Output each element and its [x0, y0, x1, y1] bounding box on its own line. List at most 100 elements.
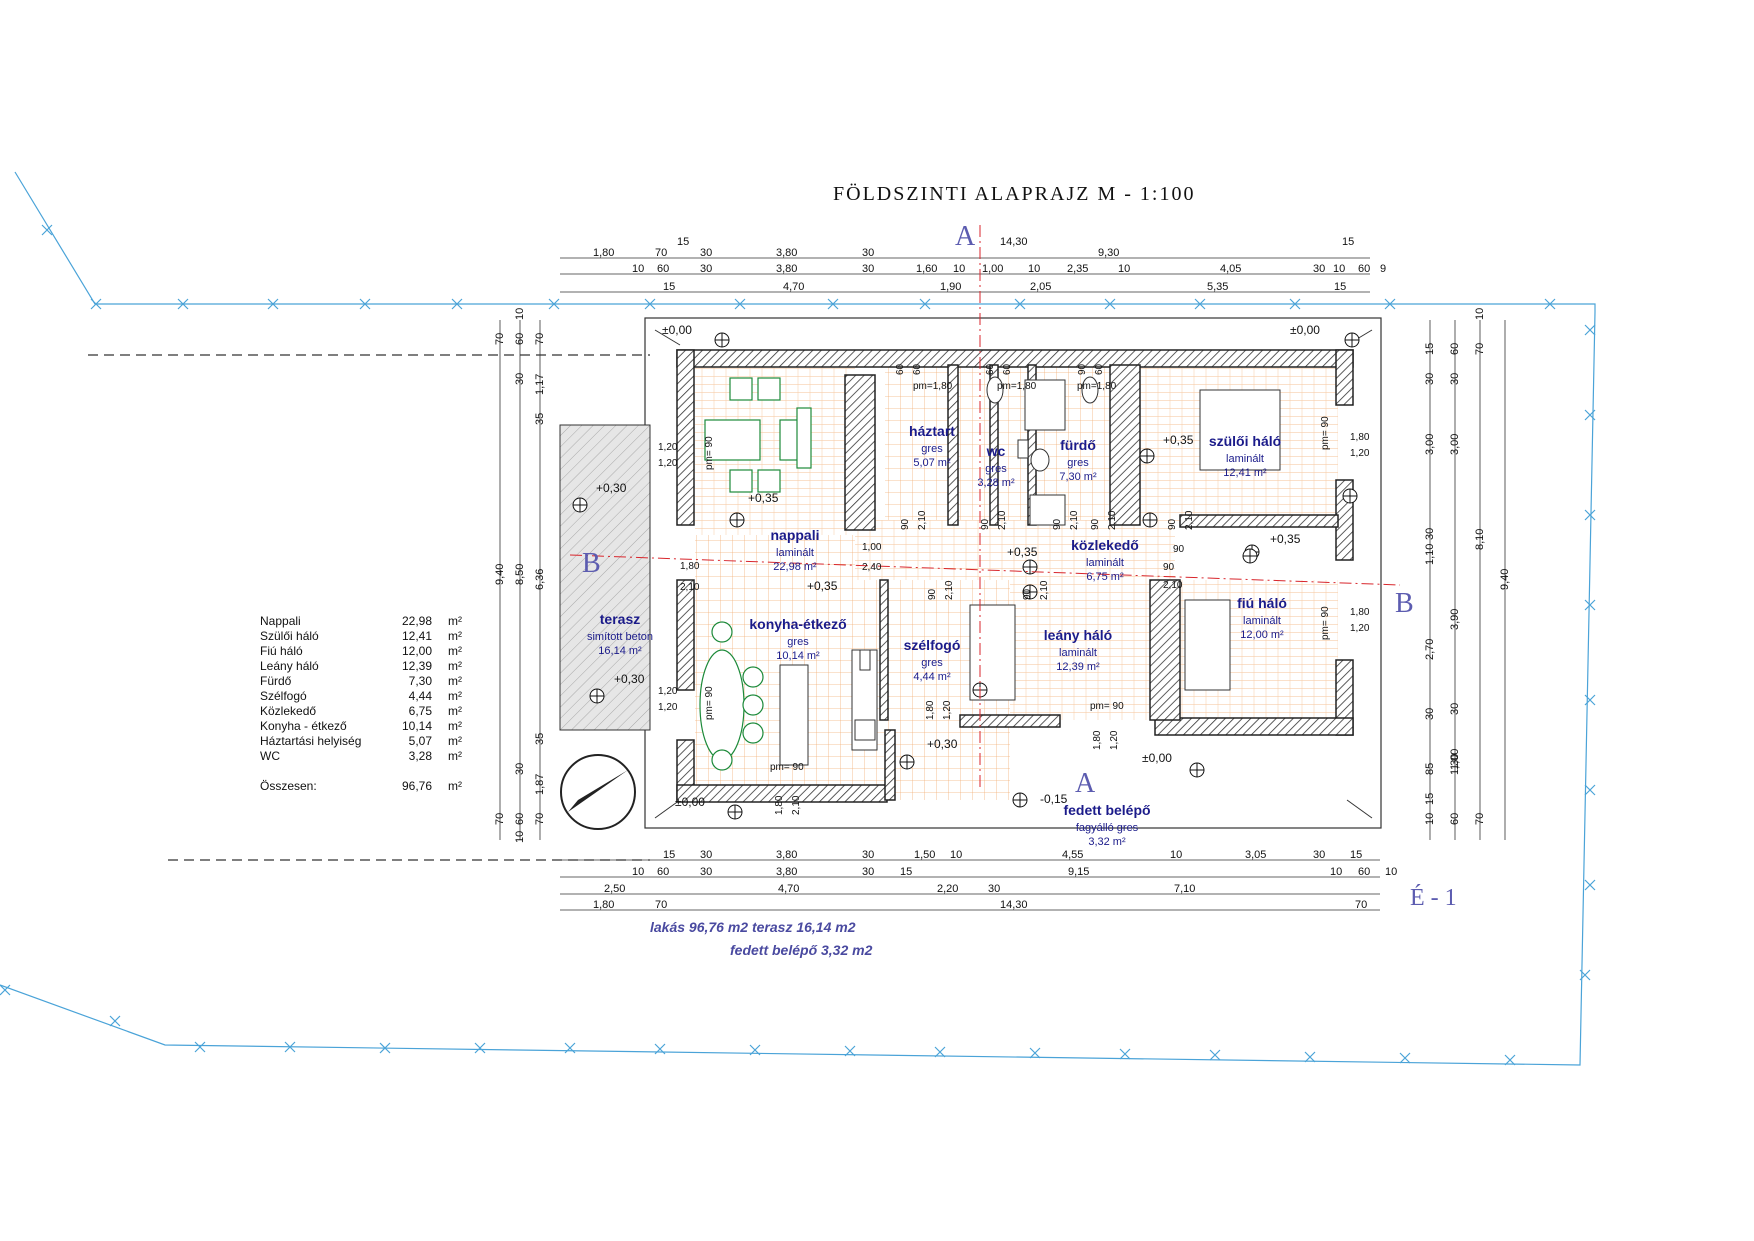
svg-text:30: 30: [700, 247, 712, 259]
level-marker-14: [1342, 488, 1358, 504]
svg-text:14,30: 14,30: [1000, 236, 1028, 248]
svg-text:90: 90: [1167, 518, 1178, 530]
svg-text:1,20: 1,20: [658, 686, 678, 697]
room-material-wc: gres: [985, 463, 1007, 475]
section-a-bottom-label: A: [1075, 768, 1096, 799]
legend-unit-1: m²: [448, 629, 462, 643]
room-labels: terasz simított beton 16,14 m² nappali l…: [587, 423, 1287, 848]
level-marker-7: [1139, 448, 1155, 464]
property-boundary: [0, 171, 1596, 1066]
svg-text:±0,00: ±0,00: [675, 795, 705, 809]
svg-text:15: 15: [663, 849, 675, 861]
svg-text:10: 10: [1333, 263, 1345, 275]
svg-text:70: 70: [494, 813, 506, 825]
room-material-leany: laminált: [1059, 647, 1097, 659]
level-markers: [572, 332, 1360, 820]
svg-text:5,35: 5,35: [1207, 281, 1228, 293]
svg-text:+0,30: +0,30: [596, 481, 627, 495]
svg-text:3,80: 3,80: [776, 866, 797, 878]
north-arrow-icon: [560, 754, 636, 830]
room-area-szuloi: 12,41 m²: [1223, 467, 1267, 479]
room-name-furdo: fürdő: [1060, 437, 1096, 453]
svg-text:1,17: 1,17: [534, 374, 546, 395]
section-a-top-label: A: [955, 221, 976, 252]
legend-value-5: 4,44: [409, 689, 433, 703]
legend-total-unit: m²: [448, 779, 462, 793]
legend-unit-9: m²: [448, 749, 462, 763]
legend-total-value: 96,76: [402, 779, 432, 793]
svg-text:2,10: 2,10: [1069, 510, 1080, 530]
svg-text:pm= 90: pm= 90: [1090, 701, 1124, 712]
svg-text:1,80: 1,80: [1092, 730, 1103, 750]
svg-text:9,40: 9,40: [1499, 569, 1511, 590]
summary-line-1: lakás 96,76 m2 terasz 16,14 m2: [650, 919, 856, 935]
svg-text:30: 30: [862, 866, 874, 878]
svg-text:30: 30: [700, 849, 712, 861]
svg-text:pm=1,80: pm=1,80: [913, 381, 953, 392]
level-marker-10: [899, 754, 915, 770]
svg-text:3,00: 3,00: [1449, 434, 1461, 455]
svg-text:2,10: 2,10: [917, 510, 928, 530]
svg-text:+0,35: +0,35: [807, 579, 838, 593]
svg-text:10: 10: [514, 308, 526, 320]
svg-text:pm=1,80: pm=1,80: [997, 381, 1037, 392]
svg-text:±0,00: ±0,00: [662, 323, 692, 337]
legend-value-8: 5,07: [409, 734, 433, 748]
legend-value-4: 7,30: [409, 674, 433, 688]
room-area-fiu: 12,00 m²: [1240, 629, 1284, 641]
svg-text:60: 60: [1358, 263, 1370, 275]
svg-text:+0,35: +0,35: [1007, 545, 1038, 559]
svg-text:30: 30: [1313, 849, 1325, 861]
svg-text:8,10: 8,10: [1474, 529, 1486, 550]
svg-text:9,30: 9,30: [1098, 247, 1119, 259]
svg-text:1,20: 1,20: [658, 442, 678, 453]
legend-value-2: 12,00: [402, 644, 432, 658]
svg-text:15: 15: [900, 866, 912, 878]
area-legend: Nappali 22,98 m² Szülői háló 12,41 m² Fi…: [260, 614, 462, 793]
room-name-fedett: fedett belépő: [1063, 802, 1150, 818]
legend-name-4: Fürdő: [260, 674, 292, 688]
svg-text:90: 90: [900, 518, 911, 530]
svg-text:2,10: 2,10: [1107, 510, 1118, 530]
svg-text:1,00: 1,00: [1449, 749, 1461, 770]
svg-text:7,10: 7,10: [1174, 883, 1195, 895]
svg-text:+0,35: +0,35: [1163, 433, 1194, 447]
svg-text:15: 15: [677, 236, 689, 248]
level-marker-5: [589, 688, 605, 704]
walls: [676, 349, 1354, 803]
sheet-label: É - 1: [1410, 885, 1457, 911]
svg-text:±0,00: ±0,00: [1290, 323, 1320, 337]
svg-text:70: 70: [655, 899, 667, 911]
room-material-nappali: laminált: [776, 547, 814, 559]
svg-text:10: 10: [632, 866, 644, 878]
svg-text:pm= 90: pm= 90: [1320, 606, 1331, 640]
svg-text:pm=1,80: pm=1,80: [1077, 381, 1117, 392]
svg-text:2,10: 2,10: [1163, 580, 1183, 591]
legend-name-1: Szülői háló: [260, 629, 319, 643]
room-name-haztart: háztart: [909, 423, 955, 439]
svg-text:2,10: 2,10: [997, 510, 1008, 530]
svg-text:3,80: 3,80: [776, 849, 797, 861]
svg-text:90: 90: [1090, 518, 1101, 530]
svg-text:pm= 90: pm= 90: [1320, 416, 1331, 450]
svg-text:60: 60: [657, 866, 669, 878]
room-name-szelfogo: szélfogó: [904, 637, 961, 653]
legend-name-9: WC: [260, 749, 280, 763]
svg-text:60: 60: [912, 363, 923, 375]
room-material-furdo: gres: [1067, 457, 1089, 469]
svg-text:30: 30: [862, 849, 874, 861]
svg-text:35: 35: [534, 413, 546, 425]
svg-text:10: 10: [514, 831, 526, 843]
svg-text:60: 60: [1002, 363, 1013, 375]
svg-text:3,80: 3,80: [776, 247, 797, 259]
left-dimension-texts: 9,40 8,50 6,36 70 30 70 60 1,17 35 35 1,…: [494, 308, 546, 843]
svg-text:60: 60: [1094, 363, 1105, 375]
svg-text:1,30: 1,30: [1449, 754, 1461, 775]
legend-value-1: 12,41: [402, 629, 432, 643]
level-marker-2: [1344, 332, 1360, 348]
room-name-terasz: terasz: [600, 611, 640, 627]
bottom-dimension-lines: [560, 859, 1380, 911]
svg-text:1,80: 1,80: [774, 795, 785, 815]
svg-text:1,00: 1,00: [862, 542, 882, 553]
svg-text:+0,30: +0,30: [927, 737, 958, 751]
